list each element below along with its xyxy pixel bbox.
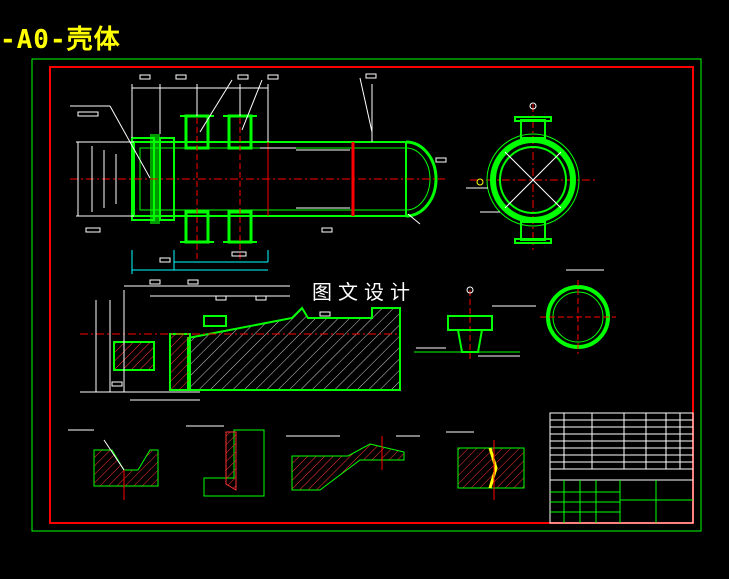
detail-groove-3: [286, 435, 420, 491]
shell-elevation-view: [70, 73, 447, 274]
outer-frame: [31, 58, 702, 532]
detail-section-tubesheet: [80, 279, 401, 401]
end-view-flanged: [466, 102, 596, 250]
detail-groove-1: [68, 429, 159, 500]
detail-groove-4: [446, 431, 525, 500]
section-circle-small: [540, 269, 616, 354]
drawing-title: -A0-壳体: [0, 25, 121, 55]
detail-groove-2: [186, 425, 265, 497]
watermark-text: 图文设计: [306, 276, 422, 305]
title-block-table: [549, 412, 694, 524]
inner-frame: [49, 66, 694, 524]
detail-weld-nozzle: [414, 286, 536, 360]
